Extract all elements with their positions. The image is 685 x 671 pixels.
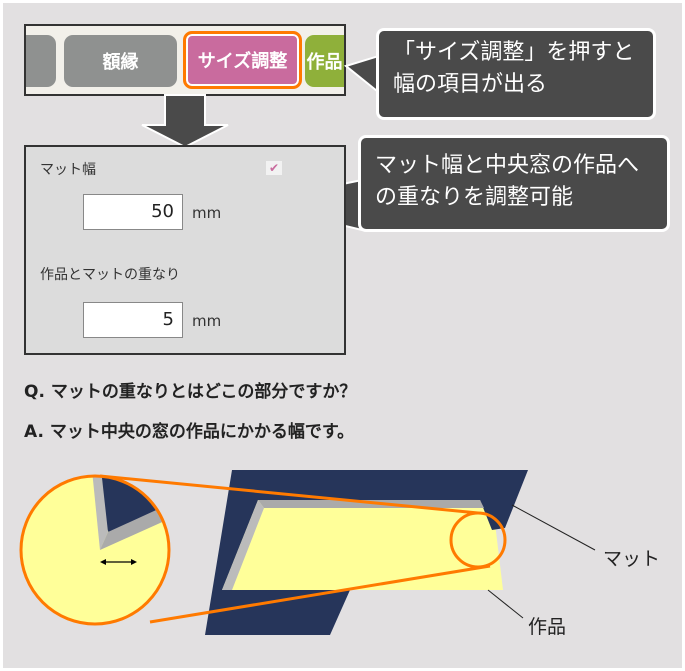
mat-diagram [19,470,596,635]
magnifier-circle [19,474,171,626]
mat-label: マット [603,548,661,570]
toolbar-button-partial[interactable] [26,35,56,87]
check-icon[interactable]: ✔ [266,161,282,175]
artwork-button[interactable]: 作品 [305,35,344,87]
artwork-label: 作品 [528,616,567,638]
callout-mat-width: マット幅と中央窓の作品への重なりを調整可能 [358,135,670,232]
size-adjust-button[interactable]: サイズ調整 [183,31,302,89]
frame-button[interactable]: 額縁 [64,35,177,87]
overlap-input[interactable]: 5 [83,302,183,338]
mat-width-input[interactable]: 50 [83,194,183,230]
mat-shape [205,470,528,635]
overlap-unit: mm [192,312,222,330]
callout-size-adjust: 「サイズ調整」を押すと幅の項目が出る [376,28,656,120]
mat-width-label: マット幅 [40,162,96,178]
toolbar: 額縁 サイズ調整 作品 [24,24,346,96]
overlap-label: 作品とマットの重なり [40,267,180,283]
question-text: Q. マットの重なりとはどこの部分ですか？ [24,382,357,402]
down-arrow-icon [141,94,229,149]
mat-width-unit: mm [192,204,222,222]
answer-text: A. マット中央の窓の作品にかかる幅です。 [24,422,355,442]
size-panel: マット幅 ✔ 50 mm 作品とマットの重なり 5 mm [24,145,346,355]
artwork-shape [222,498,503,590]
